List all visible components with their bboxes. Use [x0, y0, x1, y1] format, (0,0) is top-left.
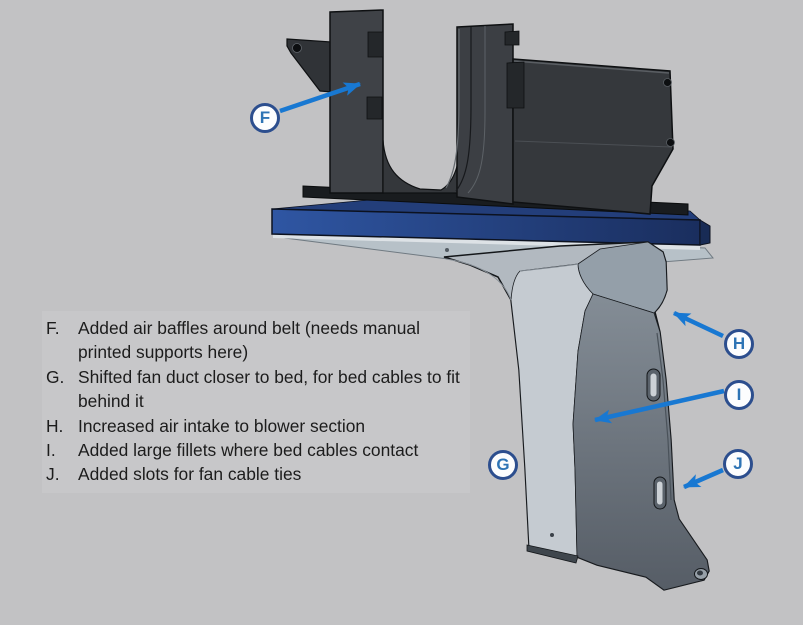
- callout-text: Increased air intake to blower section: [78, 415, 366, 436]
- callout-item-g: G. Shifted fan duct closer to bed, for b…: [46, 365, 460, 414]
- callout-label-g: G: [488, 450, 518, 480]
- callout-item-i: I. Added large fillets where bed cables …: [46, 438, 458, 462]
- baffle-notch: [506, 61, 525, 109]
- blue-mounting-plate: [271, 197, 711, 246]
- callout-item-j: J. Added slots for fan cable ties: [46, 462, 458, 486]
- callout-letter: F: [259, 108, 271, 127]
- callout-text-backdrop: [42, 311, 470, 493]
- fan-duct: [443, 241, 710, 591]
- callout-prefix: I.: [46, 440, 56, 461]
- callout-text: Shifted fan duct closer to bed, for bed …: [78, 366, 460, 412]
- baffle-notch: [367, 31, 384, 58]
- duct-bottom-lip: [526, 544, 579, 564]
- callout-item-f: F. Added air baffles around belt (needs …: [46, 316, 458, 365]
- baffle-notch: [504, 30, 520, 46]
- callout-letter: I: [736, 385, 742, 404]
- plate-screw-hole: [666, 138, 675, 147]
- bracket-screw-hole: [292, 43, 302, 53]
- callout-prefix: F.: [46, 318, 60, 338]
- motor-plate: [512, 58, 674, 215]
- belt-arch-web: [382, 139, 461, 194]
- callout-prefix: H.: [46, 415, 64, 436]
- belt-holder-assembly: [286, 9, 689, 216]
- callout-arrow-j: [683, 467, 724, 490]
- callout-label-f: F: [250, 103, 280, 133]
- callout-letter: J: [733, 454, 743, 473]
- callout-arrow-h: [673, 310, 724, 339]
- duct-side-face: [572, 293, 710, 591]
- callout-prefix: G.: [46, 366, 65, 387]
- callout-list: F. Added air baffles around belt (needs …: [46, 316, 460, 487]
- callout-text: Added air baffles around belt (needs man…: [78, 318, 420, 363]
- callout-letter: G: [496, 455, 510, 474]
- callout-text: Added large fillets where bed cables con…: [78, 440, 419, 461]
- callout-prefix: J.: [46, 464, 60, 485]
- callout-item-h: H. Increased air intake to blower sectio…: [46, 414, 458, 438]
- callout-arrow-f: [279, 81, 361, 114]
- callout-arrow-i: [594, 388, 725, 424]
- callout-letter: H: [732, 334, 746, 353]
- plate-screw-hole: [663, 78, 672, 87]
- baffle-notch: [366, 96, 383, 120]
- callout-label-h: H: [724, 329, 754, 359]
- callout-text: Added slots for fan cable ties: [78, 464, 302, 485]
- callout-label-i: I: [724, 380, 754, 410]
- callout-label-j: J: [723, 449, 753, 479]
- callout-arrows: [279, 81, 725, 490]
